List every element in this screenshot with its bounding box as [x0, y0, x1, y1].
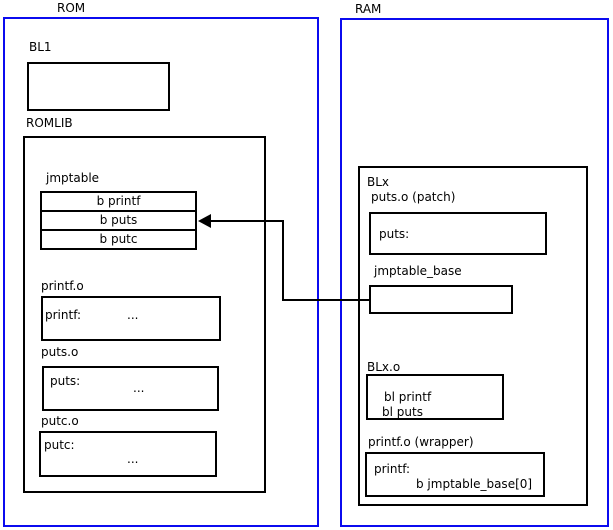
bl1-box — [27, 62, 170, 111]
blx-o-line-1: bl printf — [384, 390, 432, 404]
puts-patch-symbol: puts: — [379, 227, 410, 241]
blx-o-line-2: bl puts — [382, 405, 423, 419]
putc-ellipsis: ... — [127, 452, 139, 466]
puts-o-label: puts.o — [41, 345, 79, 359]
printf-o-box: printf: ... — [41, 296, 221, 341]
printf-wrapper-line-2: b jmptable_base[0] — [416, 477, 533, 491]
printf-ellipsis: ... — [127, 308, 139, 322]
rom-label: ROM — [57, 1, 86, 15]
puts-o-box: puts: ... — [42, 366, 219, 411]
blx-box — [358, 166, 588, 506]
blx-o-box: bl printf bl puts — [366, 374, 504, 420]
puts-patch-box: puts: — [369, 212, 547, 255]
jmptable-row-putc: b putc — [40, 229, 197, 250]
jmptable-box: b printf b puts b putc — [40, 191, 197, 250]
ram-box — [340, 18, 609, 527]
putc-o-box: putc: ... — [39, 431, 217, 477]
jmptable-base-label: jmptable_base — [374, 264, 462, 278]
printf-wrapper-box: printf: b jmptable_base[0] — [365, 452, 545, 497]
jmptable-row-puts: b puts — [40, 210, 197, 231]
arrow-segment-upper-horizontal — [209, 220, 284, 222]
jmptable-row-printf: b printf — [40, 191, 197, 212]
puts-symbol: puts: — [50, 374, 81, 388]
blx-o-label: BLx.o — [367, 360, 401, 374]
blx-label: BLx — [367, 175, 390, 189]
jmptable-base-box — [369, 285, 513, 314]
rom-box — [3, 17, 319, 527]
putc-o-label: putc.o — [41, 414, 79, 428]
puts-patch-label: puts.o (patch) — [371, 190, 456, 204]
arrow-segment-vertical — [282, 220, 284, 301]
arrowhead-icon — [198, 214, 211, 228]
printf-wrapper-label: printf.o (wrapper) — [368, 435, 474, 449]
ram-label: RAM — [355, 2, 382, 16]
puts-ellipsis: ... — [133, 381, 145, 395]
romlib-box — [23, 136, 266, 493]
printf-wrapper-line-1: printf: — [374, 462, 411, 476]
jmptable-label: jmptable — [46, 171, 100, 185]
romlib-label: ROMLIB — [26, 116, 73, 130]
putc-symbol: putc: — [44, 438, 75, 452]
printf-o-label: printf.o — [41, 279, 84, 293]
printf-symbol: printf: — [45, 308, 82, 322]
arrow-segment-lower-horizontal — [282, 299, 369, 301]
bl1-label: BL1 — [29, 40, 52, 54]
